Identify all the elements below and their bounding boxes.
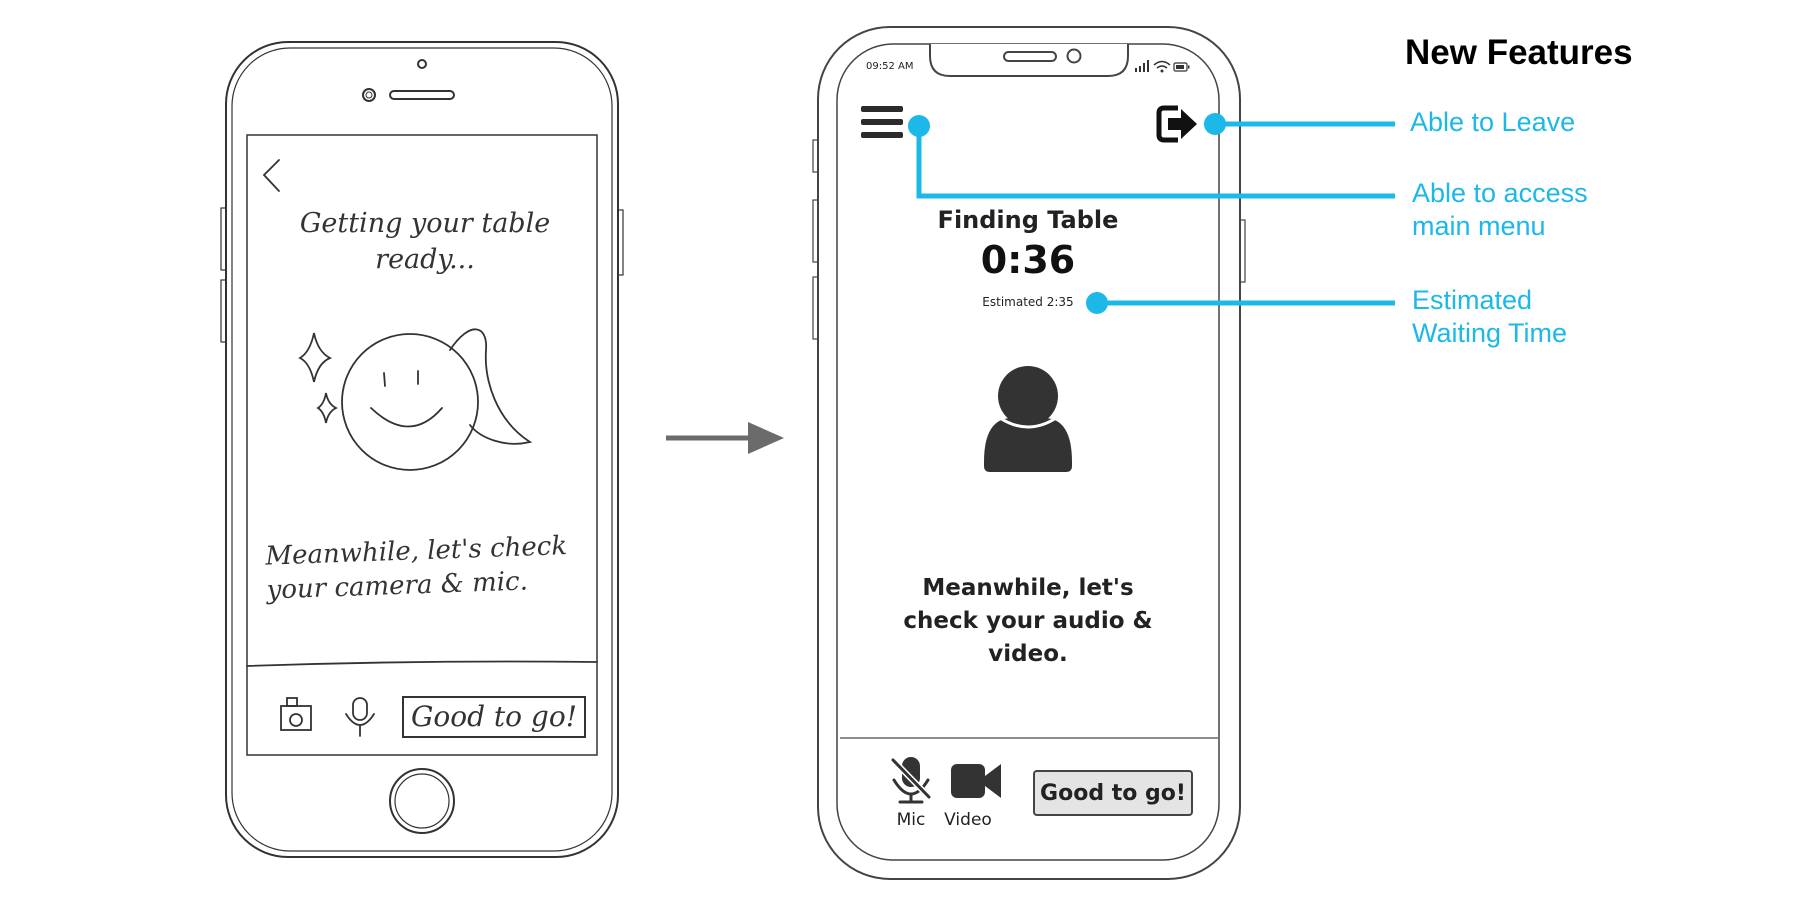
annotation-leave: Able to Leave [1410, 107, 1576, 137]
sparkle-icon [316, 392, 339, 424]
sketch-good-to-go-box [402, 696, 586, 738]
mockup-message: Meanwhile, let's check your audio & vide… [868, 572, 1188, 671]
sketch-message: Meanwhile, let's check your camera & mic… [265, 528, 587, 607]
status-time: 09:52 AM [866, 61, 914, 72]
sketch-title-line2: ready... [375, 244, 475, 275]
battery-icon [1173, 62, 1188, 72]
sketch-good-to-go-button[interactable]: Good to go! [411, 700, 577, 733]
annotation-wait-time: Estimated Waiting Time [1412, 284, 1567, 350]
annotation-menu-line1: Able to access [1412, 178, 1588, 208]
sketch-screen-art [246, 159, 598, 738]
mockup-message-line1: Meanwhile, let's [922, 575, 1134, 601]
finding-table-heading: Finding Table [937, 206, 1119, 234]
status-icons [1135, 60, 1190, 73]
hamburger-menu-icon[interactable] [861, 106, 903, 138]
user-avatar-icon [984, 366, 1072, 472]
annotation-wait-line1: Estimated [1412, 285, 1533, 315]
wifi-icon [1153, 60, 1171, 69]
transition-arrow [666, 422, 784, 454]
wait-timer: 0:36 [980, 238, 1076, 282]
mic-label: Mic [896, 810, 926, 830]
exit-icon[interactable] [1156, 105, 1197, 143]
annotation-wait-line2: Waiting Time [1412, 318, 1568, 348]
new-features-heading: New Features [1405, 33, 1633, 72]
back-chevron-icon [262, 159, 280, 192]
mic-muted-icon[interactable] [890, 757, 932, 804]
mockup-phone [812, 26, 1246, 880]
sketch-title-line1: Getting your table [299, 208, 551, 239]
good-to-go-button[interactable]: Good to go! [1033, 770, 1193, 816]
callout-lines [916, 121, 1395, 306]
callout-dot-leave [1204, 113, 1226, 135]
mockup-message-line2: check your audio & [903, 608, 1153, 634]
mockup-message-line3: video. [988, 641, 1068, 667]
annotation-menu: Able to access main menu [1412, 177, 1588, 243]
sketch-phone [220, 41, 624, 858]
video-label: Video [944, 810, 992, 830]
signal-icon [1135, 68, 1137, 72]
callout-dot-wait [1086, 292, 1108, 314]
sparkle-icon [298, 332, 333, 383]
sketch-title: Getting your table ready... [270, 206, 580, 278]
callout-dots [908, 113, 1226, 314]
mic-icon [345, 697, 375, 737]
estimated-time: Estimated 2:35 [982, 295, 1074, 309]
camera-icon [280, 697, 312, 731]
annotation-menu-line2: main menu [1412, 211, 1546, 241]
video-camera-icon[interactable] [951, 764, 1001, 798]
callout-dot-menu [908, 115, 930, 137]
